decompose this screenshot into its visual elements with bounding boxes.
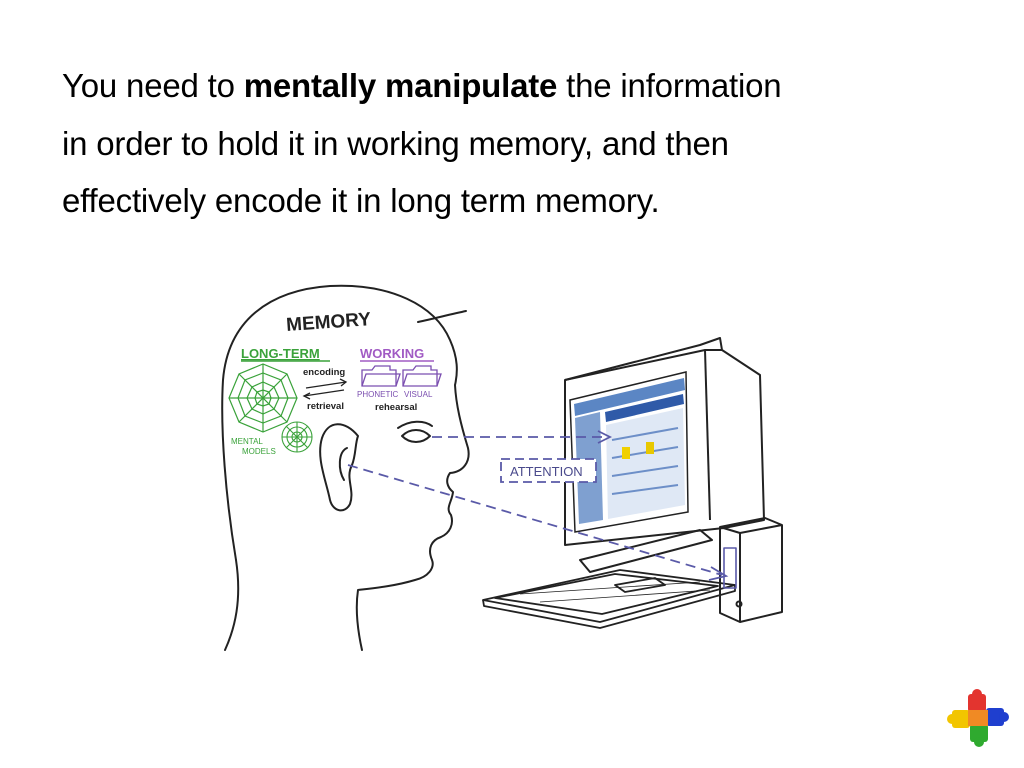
arrow-icon (597, 430, 729, 581)
text-line-1-end: the information (557, 67, 782, 104)
slide-text: You need to mentally manipulate the info… (62, 57, 982, 230)
puzzle-logo-icon (947, 689, 1009, 747)
computer-monitor (564, 337, 765, 573)
memory-title: MEMORY (286, 309, 372, 336)
emphasis-text: mentally manipulate (243, 67, 558, 104)
encoding-label: encoding (303, 367, 345, 378)
keyboard (482, 569, 736, 629)
models-label: MODELS (242, 447, 276, 456)
attention-arrows (347, 436, 723, 576)
retrieval-label: retrieval (307, 401, 344, 412)
long-term-label: LONG-TERM (241, 346, 320, 361)
visual-label: VISUAL (404, 390, 433, 399)
text-line-3: effectively encode it in long term memor… (62, 182, 660, 219)
attention-label: ATTENTION (510, 464, 583, 479)
web-icon (228, 363, 298, 433)
rehearsal-label: rehearsal (375, 402, 417, 413)
computer-screen (569, 371, 689, 533)
head-outline (221, 284, 470, 651)
working-label: WORKING (360, 346, 424, 361)
arrow-icon (302, 378, 348, 400)
folder-icon (361, 365, 442, 387)
computer-tower (719, 517, 783, 623)
mental-label: MENTAL (231, 437, 263, 446)
text-line-2: in order to hold it in working memory, a… (62, 124, 729, 162)
phonetic-label: PHONETIC (357, 390, 399, 399)
text-line-1-start: You need to (62, 67, 244, 104)
small-web-icon (281, 421, 313, 453)
attention-box: ATTENTION (500, 458, 597, 483)
text-line-1: You need to mentally manipulate the info… (62, 57, 982, 115)
